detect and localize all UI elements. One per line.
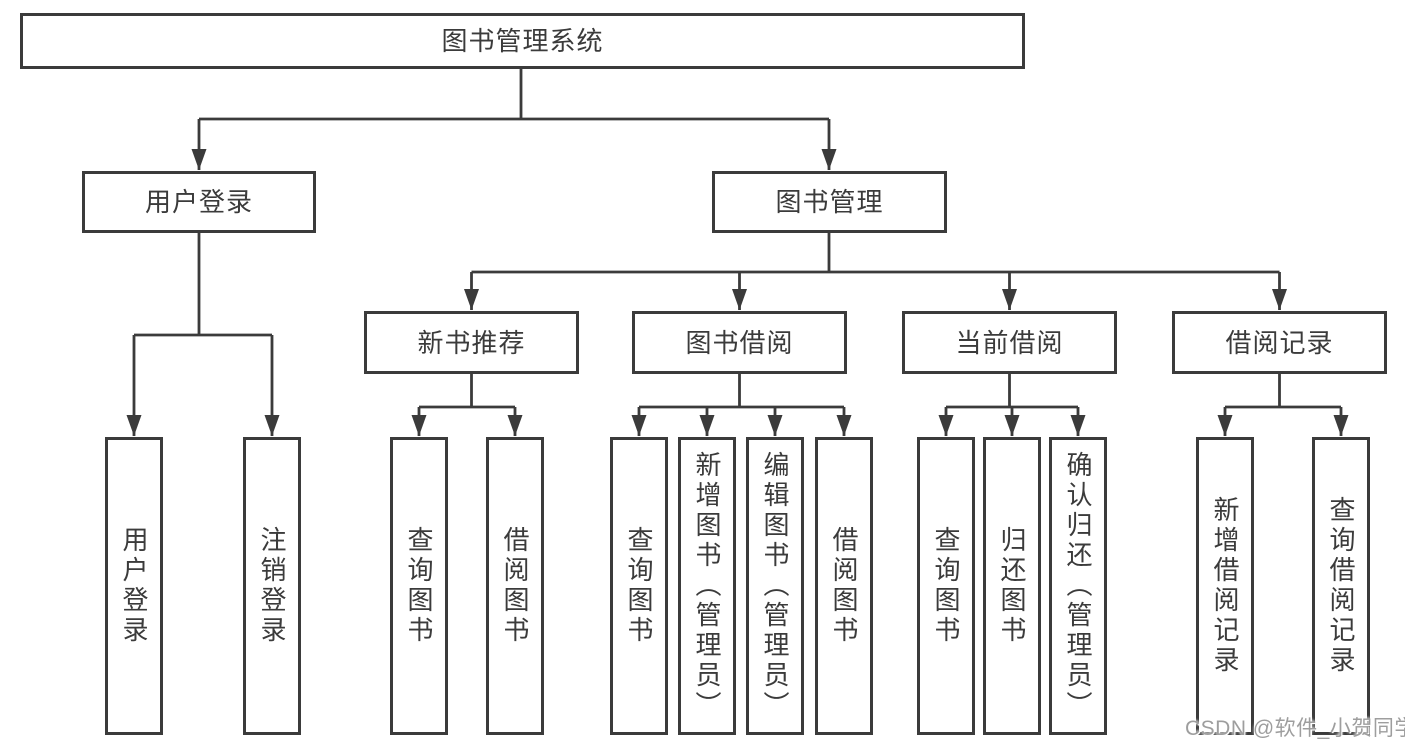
leaf-confirm-return-admin: 确认归还（管理员） [1049,437,1107,735]
leaf-query-books-recommend: 查询图书 [390,437,448,735]
leaf-edit-book-admin-label: 编辑图书（管理员） [760,451,790,721]
connector-borrowing-records-split [1217,374,1349,436]
connector-current-borrowing-split [938,374,1086,436]
leaf-query-borrow-record-label: 查询借阅记录 [1326,496,1356,676]
node-borrowing-records: 借阅记录 [1172,311,1387,374]
node-root: 图书管理系统 [20,13,1025,69]
node-user-login: 用户登录 [82,171,316,233]
leaf-logout-label: 注销登录 [257,526,287,646]
leaf-add-book-admin: 新增图书（管理员） [678,437,736,735]
node-book-management: 图书管理 [712,171,947,233]
csdn-watermark: CSDN @软件_小贺同学 [1185,717,1405,740]
leaf-borrow-books-recommend: 借阅图书 [486,437,544,735]
leaf-user-login: 用户登录 [105,437,163,735]
leaf-query-books-borrowing-label: 查询图书 [624,526,654,646]
leaf-confirm-return-admin-label: 确认归还（管理员） [1063,451,1093,721]
connector-book-management-split [464,233,1287,310]
connector-book-borrowing-split [631,374,852,436]
node-book-borrowing: 图书借阅 [632,311,847,374]
leaf-query-books-current-label: 查询图书 [931,526,961,646]
connector-root-split [191,69,837,170]
leaf-borrow-books-borrowing: 借阅图书 [815,437,873,735]
node-current-borrowing: 当前借阅 [902,311,1117,374]
leaf-return-books: 归还图书 [983,437,1041,735]
leaf-borrow-books-recommend-label: 借阅图书 [500,526,530,646]
leaf-query-books-recommend-label: 查询图书 [404,526,434,646]
leaf-add-book-admin-label: 新增图书（管理员） [692,451,722,721]
connector-new-book-split [411,374,523,436]
leaf-logout: 注销登录 [243,437,301,735]
leaf-query-books-borrowing: 查询图书 [610,437,668,735]
leaf-borrow-books-borrowing-label: 借阅图书 [829,526,859,646]
leaf-add-borrow-record: 新增借阅记录 [1196,437,1254,735]
leaf-user-login-label: 用户登录 [119,526,149,646]
leaf-edit-book-admin: 编辑图书（管理员） [746,437,804,735]
leaf-return-books-label: 归还图书 [997,526,1027,646]
leaf-add-borrow-record-label: 新增借阅记录 [1210,496,1240,676]
leaf-query-books-current: 查询图书 [917,437,975,735]
leaf-query-borrow-record: 查询借阅记录 [1312,437,1370,735]
node-new-book-recommendation: 新书推荐 [364,311,579,374]
connector-user-login-split [126,233,280,436]
